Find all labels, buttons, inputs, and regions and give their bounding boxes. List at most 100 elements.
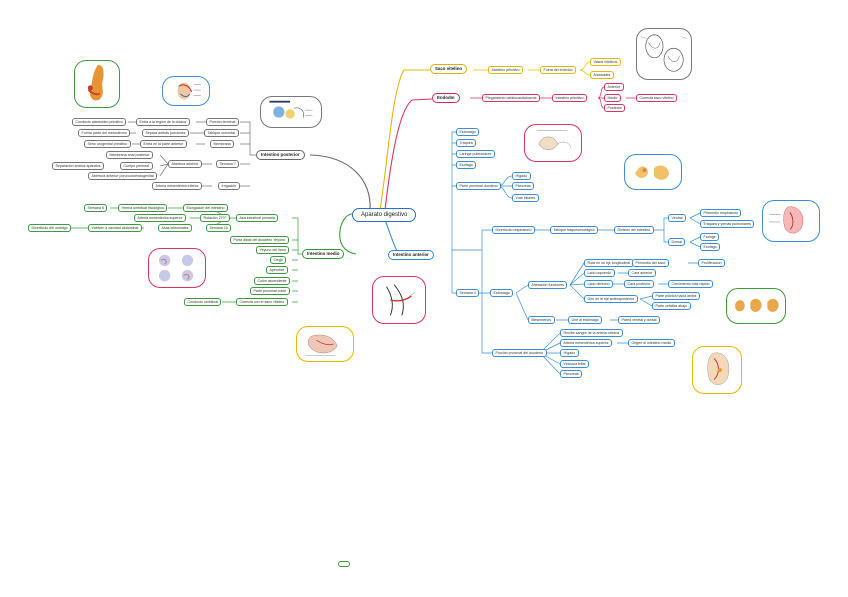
node-entra-cloaca[interactable]: Entra a la región de la cloaca (136, 118, 190, 126)
node-seno-urogenital[interactable]: Seno urogenital primitivo (84, 140, 131, 148)
node-alantoides[interactable]: Alantoides (590, 71, 614, 79)
node-abertura-porurouro[interactable]: Abertura anterior porurouroendogenital (88, 172, 158, 180)
node-asa-intestinal[interactable]: Asa intestinal primaria (236, 214, 279, 222)
node-diverticulo-ombligo[interactable]: Diverticulo del ombligo (28, 224, 72, 232)
node-parte-proximal-duodeno[interactable]: Parte proximal duodeno (456, 182, 502, 190)
node-alteracion-funciones[interactable]: Alteración funciones (528, 281, 568, 289)
node-pared-ventral-dorsal[interactable]: Pared ventral y dorsal (618, 316, 660, 324)
node-lado-izquierdo[interactable]: Lado izquierdo (584, 269, 615, 277)
embryo-fold-image (260, 96, 322, 128)
node-division-intestino[interactable]: División del intestino (614, 226, 654, 234)
node-traquea[interactable]: Tráquea (456, 139, 477, 147)
node-origen-intestino-medio[interactable]: Origen el intestino medio (628, 339, 675, 347)
node-cara-posterior[interactable]: Cara posterior (624, 280, 654, 288)
node-posterior[interactable]: Posterior (604, 104, 626, 112)
branch-intestino-posterior[interactable]: Intestino posterior (256, 150, 305, 160)
node-semana-7[interactable]: Semana 7 (216, 160, 240, 168)
node-forma-mesodermo[interactable]: Forma parte del mesodermo (78, 129, 131, 137)
node-conducto-alantoideo[interactable]: Conducto alantoideo primitivo (72, 118, 127, 126)
torso-illustration-image (74, 60, 120, 108)
hindgut-image (372, 276, 426, 324)
node-yeyuno-ileon[interactable]: Yeyuno del íleon (256, 246, 290, 254)
root-node[interactable]: Aparato digestivo (352, 208, 417, 222)
node-rota-eje-longitudinal[interactable]: Rota en un eje longitudinal (584, 259, 634, 267)
node-asas-intestinales[interactable]: Asas intestinales (158, 224, 192, 232)
node-porcion-proximal-duodeno[interactable]: Porción proximal del duodeno (492, 349, 547, 357)
node-fuera-embrion[interactable]: Fuera del embrión (540, 66, 577, 74)
node-elongacion[interactable]: Elongación del intestino (183, 204, 228, 212)
node-intestino-primitivo[interactable]: Intestino primitivo (488, 66, 523, 74)
node-arteria-celiaca[interactable]: Recibe sangre de la arteria celíaca (560, 329, 623, 337)
node-crecimiento-rapido[interactable]: Crecimiento más rápido (668, 280, 713, 288)
node-esofago[interactable]: Esófago (456, 161, 477, 169)
node-intestino-primitivo-2[interactable]: Intestino primitivo (552, 94, 587, 102)
node-cara-anterior[interactable]: Cara anterior (628, 269, 656, 277)
node-higado[interactable]: Hígado (512, 172, 531, 180)
node-hernia-umbilical[interactable]: Hernia umbilical fisiológica (118, 204, 168, 212)
node-conducto-umbilical[interactable]: Conducto umbilical (184, 298, 222, 306)
node-plegamiento[interactable]: Plegamiento cefalocaudalmente (482, 94, 541, 102)
node-tabique-urorectal[interactable]: Tabique urorectal (204, 129, 239, 137)
node-irrigacion[interactable]: Irrigación (218, 182, 240, 190)
node-arteria-mesenterica-sup[interactable]: Arteria mesentérica superior (560, 339, 613, 347)
node-semana-4[interactable]: Semana 4 (456, 289, 480, 297)
node-porta-distal[interactable]: Porta distal del duodeno Yeyuno (230, 236, 289, 244)
node-semana-6[interactable]: Semana 6 (84, 204, 108, 212)
node-esofago-2[interactable]: Esófago (700, 243, 721, 251)
node-membrana[interactable]: Membrana (210, 140, 235, 148)
node-rotacion-270[interactable]: Rotación 270° (200, 214, 230, 222)
node-mesenterios[interactable]: Mesenterios (528, 316, 555, 324)
node-separacion-aparatos[interactable]: Separación ambos aparatos (52, 162, 104, 170)
hindgut-icon (386, 284, 416, 316)
node-abertura-anterior[interactable]: Abertura anterior (168, 160, 202, 168)
node-vuelven-cavidad[interactable]: Vuelven a cavidad abdominal (88, 224, 142, 232)
node-ciego[interactable]: Ciego (270, 256, 287, 264)
branch-intestino-medio[interactable]: Intestino medio (302, 249, 345, 259)
embryo-section-image (162, 76, 210, 106)
node-primordio-respiratorio[interactable]: Primordio respiratorio (700, 209, 742, 217)
node-parte-cefalica[interactable]: Parte cefálica abajo (652, 302, 691, 310)
node-faringe[interactable]: Faringe (700, 233, 720, 241)
node-porcion-terminal[interactable]: Porción terminal (206, 118, 239, 126)
node-higado-2[interactable]: Hígado (560, 349, 579, 357)
node-parte-proximal-colon[interactable]: Parte proximal colón (250, 287, 290, 295)
node-pancreas-2[interactable]: Páncreas (560, 370, 583, 378)
node-dorsal[interactable]: Dorsal (668, 238, 686, 246)
node-une-estomago[interactable]: Une al estómago (568, 316, 603, 324)
node-giro-eje[interactable]: Giro en el eje anteroposterior (584, 295, 638, 303)
node-diverticulo-respiratorio[interactable]: Divertículo respiratorio (492, 226, 535, 234)
node-arteria-mes-sup[interactable]: Arteria mesentérica superior (134, 214, 187, 222)
node-ventral[interactable]: Ventral (668, 214, 687, 222)
node-membrana-anal[interactable]: Membrana anal posterior (106, 151, 153, 159)
node-cuerpo-perineal[interactable]: Cuerpo perineal (120, 162, 153, 170)
pancreas-development-icon (635, 165, 670, 180)
node-vesicula-biliar[interactable]: Vesícula biliar (560, 360, 590, 368)
small-placeholder-node[interactable] (338, 561, 350, 567)
node-anterior[interactable]: Anterior (604, 83, 624, 91)
node-conecta-saco[interactable]: Conecta saco vitelino (636, 94, 678, 102)
node-proliferacion[interactable]: Proliferación (698, 259, 725, 267)
node-estomago-top[interactable]: Estómago (456, 128, 480, 136)
node-tabique-traqueoesofagico[interactable]: Tabique traqueoesofágico (550, 226, 599, 234)
node-colon-ascendente[interactable]: Colón ascendente (254, 277, 290, 285)
branch-saco-vitelino[interactable]: Saco vitelino (430, 64, 468, 74)
node-semana-10[interactable]: Semana 10 (206, 224, 232, 232)
node-laringe[interactable]: Laringe pulmonares (456, 150, 495, 158)
node-arteria-mes-inf[interactable]: Arteria mesentérica inferior (152, 182, 203, 190)
node-estomago[interactable]: Estómago (490, 289, 514, 297)
node-vasos-vitelinos[interactable]: Vasos vitelinos (590, 58, 621, 66)
node-parte-pilorica[interactable]: Parte pilórica hacia arriba (652, 292, 700, 300)
node-apendice[interactable]: Apéndice (266, 266, 288, 274)
node-vias-biliares[interactable]: Vías biliares (512, 194, 539, 202)
node-conecta-saco-vitelino[interactable]: Conecta con el saco vitelino (236, 298, 288, 306)
node-traquea-yemas[interactable]: Tráquea y yemas pulmonares (700, 220, 755, 228)
node-separa-porciones[interactable]: Separa ambas porciones (142, 129, 189, 137)
branch-endodermo[interactable]: Endodm (432, 93, 460, 103)
node-entra-parte-anterior[interactable]: Entra en la parte anterior (140, 140, 187, 148)
branch-intestino-anterior[interactable]: Intestino anterior (388, 250, 434, 260)
node-primordio-saco[interactable]: Primordio del saco (632, 259, 669, 267)
node-lado-derecho[interactable]: Lado derecho (584, 280, 613, 288)
node-pancreas[interactable]: Páncreas (512, 182, 535, 190)
node-medio[interactable]: Medio (604, 94, 621, 102)
